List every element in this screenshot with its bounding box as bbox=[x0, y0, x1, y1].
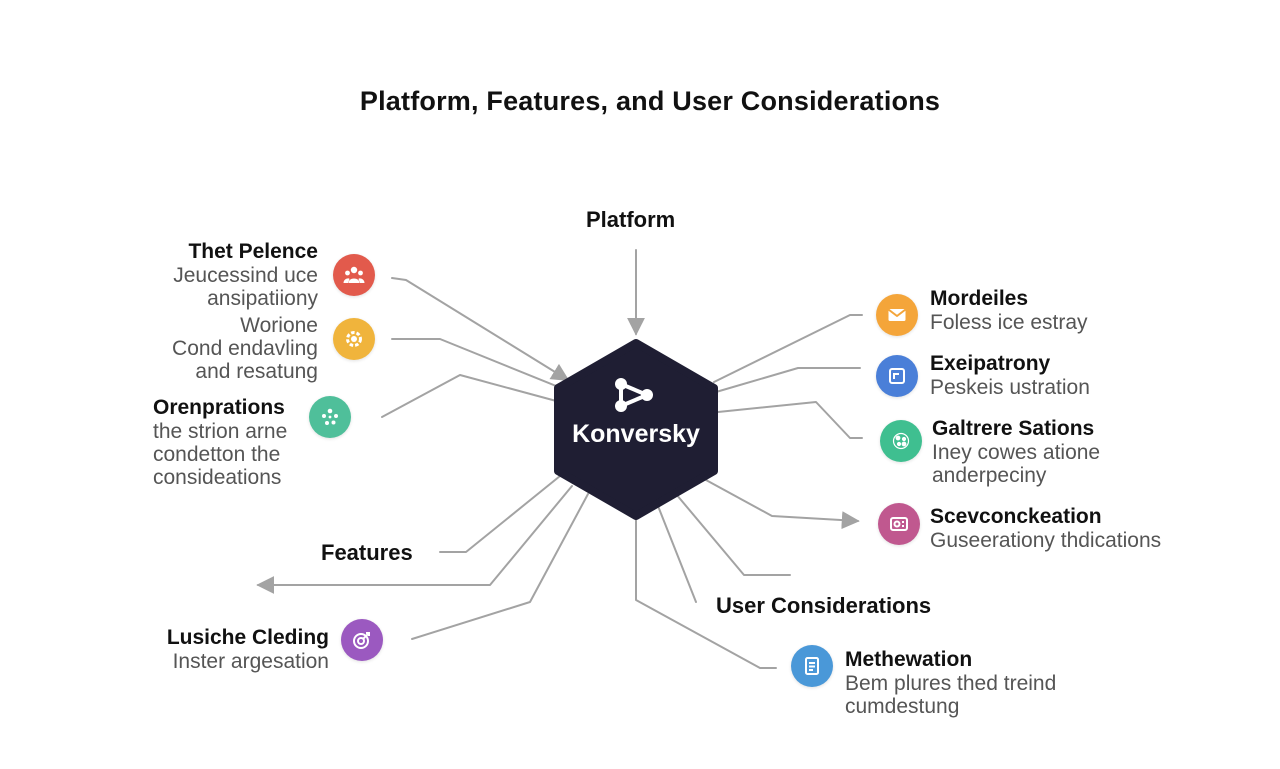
molecule-icon bbox=[309, 396, 351, 438]
right-node-2: Exeipatrony Peskeis ustration bbox=[930, 352, 1090, 399]
left-node-3: Orenprations the strion arne condetton t… bbox=[153, 396, 287, 489]
left-node-3-desc-line-3: consideations bbox=[153, 466, 282, 489]
hub-hexagon bbox=[554, 339, 718, 520]
left-node-2: Worione Cond endavling and resatung bbox=[172, 314, 318, 383]
right-node-1: Mordeiles Foless ice estray bbox=[930, 287, 1088, 334]
connector-bottom bbox=[635, 515, 777, 669]
section-label-platform: Platform bbox=[586, 207, 676, 232]
connector-left-arrow bbox=[256, 485, 573, 594]
mail-icon bbox=[876, 294, 918, 336]
target-icon bbox=[341, 619, 383, 661]
right-node-2-desc-line-1: Peskeis ustration bbox=[930, 376, 1090, 399]
right-node-4: Scevconckeation Guseerationy thdications bbox=[930, 505, 1161, 552]
connector-left-2 bbox=[391, 338, 567, 391]
left-node-1-desc-line-1: Jeucessind uce bbox=[173, 264, 318, 287]
gear-icon bbox=[333, 318, 375, 360]
group-icon bbox=[333, 254, 375, 296]
left-node-3-desc-line-2: condetton the bbox=[153, 443, 281, 466]
connector-right-5 bbox=[675, 493, 791, 576]
left-node-4-title: Lusiche Cleding bbox=[166, 626, 329, 649]
share-nodes-icon bbox=[615, 378, 653, 412]
connector-right-4 bbox=[705, 479, 860, 530]
hub-label: Konversky bbox=[572, 420, 700, 448]
connector-left-4 bbox=[411, 493, 589, 640]
right-node-3: Galtrere Sations Iney cowes atione ander… bbox=[932, 417, 1100, 487]
right-node-4-desc-line-1: Guseerationy thdications bbox=[930, 529, 1162, 552]
left-node-1: Thet Pelence Jeucessind uce ansipatiiony bbox=[173, 240, 318, 310]
section-label-features: Features bbox=[321, 540, 413, 565]
left-node-1-desc-line-2: ansipatiiony bbox=[207, 287, 318, 310]
connector-left-1 bbox=[391, 277, 570, 381]
document-icon bbox=[791, 645, 833, 687]
right-node-1-desc-line-1: Foless ice estray bbox=[930, 311, 1088, 334]
diagram-title: Platform, Features, and User Considerati… bbox=[359, 86, 941, 116]
connector-right-3 bbox=[717, 401, 863, 439]
connector-left-3 bbox=[381, 374, 561, 418]
connector-right-1 bbox=[713, 314, 863, 383]
left-node-4-desc-line-1: Inster argesation bbox=[172, 650, 329, 673]
right-node-5-desc-line-1: Bem plures thed treind bbox=[845, 672, 1057, 695]
left-node-3-desc-line-1: the strion arne bbox=[153, 420, 288, 443]
right-node-3-title: Galtrere Sations bbox=[932, 417, 1095, 440]
frame-icon bbox=[876, 355, 918, 397]
right-node-5: Methewation Bem plures thed treind cumde… bbox=[845, 648, 1056, 718]
right-node-1-title: Mordeiles bbox=[930, 287, 1029, 310]
left-node-4: Lusiche Cleding Inster argesation bbox=[167, 626, 329, 673]
right-node-5-desc-line-2: cumdestung bbox=[845, 695, 960, 718]
section-label-user-considerations: User Considerations bbox=[716, 593, 932, 618]
left-node-3-title: Orenprations bbox=[153, 396, 285, 419]
right-node-4-title: Scevconckeation bbox=[930, 505, 1102, 528]
connector-right-2 bbox=[715, 367, 861, 393]
right-node-3-desc-line-2: anderpeciny bbox=[932, 464, 1047, 487]
left-node-2-desc-line-1: Worione bbox=[240, 314, 318, 337]
left-node-1-title: Thet Pelence bbox=[188, 240, 318, 263]
right-node-3-desc-line-1: Iney cowes atione bbox=[932, 441, 1101, 464]
right-node-5-title: Methewation bbox=[845, 648, 973, 671]
network-icon bbox=[880, 420, 922, 462]
right-node-2-title: Exeipatrony bbox=[930, 352, 1051, 375]
left-node-2-desc-line-3: and resatung bbox=[195, 360, 318, 383]
settings-panel-icon bbox=[878, 503, 920, 545]
connector-user-considerations bbox=[657, 505, 697, 603]
left-node-2-desc-line-2: Cond endavling bbox=[172, 337, 318, 360]
connector-features bbox=[439, 475, 561, 553]
